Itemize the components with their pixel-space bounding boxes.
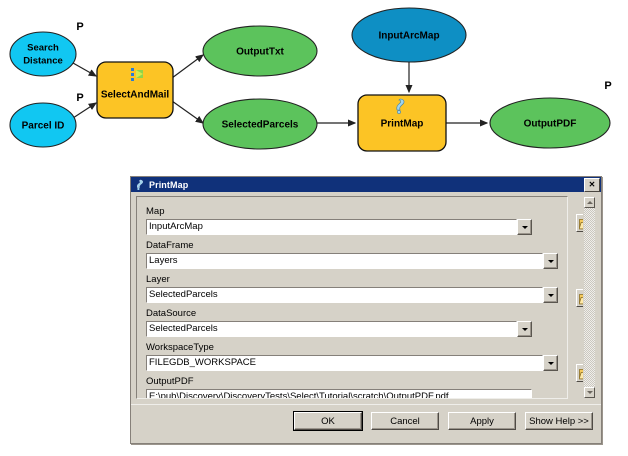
scroll-down-button[interactable] — [584, 387, 595, 398]
vertical-scrollbar[interactable] — [583, 196, 596, 399]
chevron-down-icon — [586, 391, 593, 394]
label-map: Map — [146, 206, 165, 217]
apply-button[interactable]: Apply — [448, 412, 516, 430]
chevron-down-icon — [521, 327, 528, 331]
dialog-titlebar[interactable]: PrintMap ✕ — [131, 177, 601, 192]
show-help-button[interactable]: Show Help >> — [525, 412, 593, 430]
chevron-down-icon — [521, 225, 528, 229]
dropdown-map[interactable] — [517, 219, 532, 235]
chevron-down-icon — [547, 293, 554, 297]
node-search-distance[interactable]: Search Distance — [9, 31, 77, 77]
field-workspacetype: WorkspaceType FILEGDB_WORKSPACE — [146, 342, 558, 371]
input-outputpdf[interactable]: E:\pub\Discovery\DiscoveryTests\Select\T… — [146, 389, 532, 398]
node-selected-parcels[interactable]: SelectedParcels — [202, 98, 318, 150]
script-tool-icon — [131, 68, 143, 81]
scroll-up-button[interactable] — [584, 197, 595, 208]
node-label-print-map: PrintMap — [381, 119, 424, 130]
connector-selectandmail-outputtxt — [171, 54, 204, 79]
dropdown-dataframe[interactable] — [543, 253, 558, 269]
close-icon[interactable]: ✕ — [584, 177, 600, 192]
param-badge-search-distance: P — [76, 21, 83, 33]
printmap-tool-dialog: PrintMap ✕ Map InputArcMap DataFrame Lay… — [130, 176, 602, 444]
node-label-select-and-mail: SelectAndMail — [101, 90, 170, 101]
script-tool-icon — [137, 179, 143, 190]
input-workspacetype[interactable]: FILEGDB_WORKSPACE — [146, 355, 543, 371]
node-print-map[interactable]: PrintMap — [357, 94, 447, 152]
dialog-body: Map InputArcMap DataFrame Layers Layer S… — [131, 192, 601, 404]
dropdown-datasource[interactable] — [517, 321, 532, 337]
chevron-down-icon — [547, 361, 554, 365]
node-label-input-arcmap: InputArcMap — [378, 31, 439, 42]
dialog-title: PrintMap — [149, 179, 189, 190]
model-diagram: Search Distance P Parcel ID P SelectAndM… — [0, 0, 628, 172]
connector-parcelid-selectandmail — [72, 102, 98, 119]
field-dataframe: DataFrame Layers — [146, 240, 558, 269]
chevron-down-icon — [547, 259, 554, 263]
field-layer: Layer SelectedParcels — [146, 274, 558, 303]
input-map[interactable]: InputArcMap — [146, 219, 517, 235]
field-datasource: DataSource SelectedParcels — [146, 308, 558, 337]
label-layer: Layer — [146, 274, 170, 285]
dropdown-workspacetype[interactable] — [543, 355, 558, 371]
node-label-search-distance-line1: Search — [27, 43, 59, 54]
connector-searchdistance-selectandmail — [72, 62, 98, 77]
input-datasource[interactable]: SelectedParcels — [146, 321, 517, 337]
node-label-output-pdf: OutputPDF — [524, 119, 577, 130]
label-workspacetype: WorkspaceType — [146, 342, 214, 353]
field-outputpdf: OutputPDF E:\pub\Discovery\DiscoveryTest… — [146, 376, 558, 398]
node-label-output-txt: OutputTxt — [236, 47, 284, 58]
node-output-pdf[interactable]: OutputPDF — [489, 97, 611, 149]
connector-selectandmail-selectedparcels — [171, 100, 204, 124]
ok-button[interactable]: OK — [293, 411, 363, 431]
node-label-selected-parcels: SelectedParcels — [222, 120, 299, 131]
node-parcel-id[interactable]: Parcel ID — [9, 102, 77, 148]
chevron-up-icon — [586, 201, 593, 204]
parameter-panel: Map InputArcMap DataFrame Layers Layer S… — [136, 196, 568, 399]
node-label-parcel-id: Parcel ID — [22, 121, 65, 132]
param-badge-parcel-id: P — [76, 92, 83, 104]
cancel-button[interactable]: Cancel — [371, 412, 439, 430]
dialog-button-bar: OK Cancel Apply Show Help >> — [131, 404, 601, 443]
dropdown-layer[interactable] — [543, 287, 558, 303]
node-select-and-mail[interactable]: SelectAndMail — [96, 61, 174, 119]
param-badge-output-pdf: P — [604, 80, 611, 92]
script-tool-icon — [396, 98, 405, 114]
field-map: Map InputArcMap — [146, 206, 558, 235]
label-dataframe: DataFrame — [146, 240, 194, 251]
svg-text:Distance: Distance — [23, 56, 63, 67]
node-output-txt[interactable]: OutputTxt — [202, 25, 318, 77]
label-datasource: DataSource — [146, 308, 197, 319]
node-input-arcmap[interactable]: InputArcMap — [351, 7, 467, 63]
label-outputpdf: OutputPDF — [146, 376, 194, 387]
input-dataframe[interactable]: Layers — [146, 253, 543, 269]
input-layer[interactable]: SelectedParcels — [146, 287, 543, 303]
